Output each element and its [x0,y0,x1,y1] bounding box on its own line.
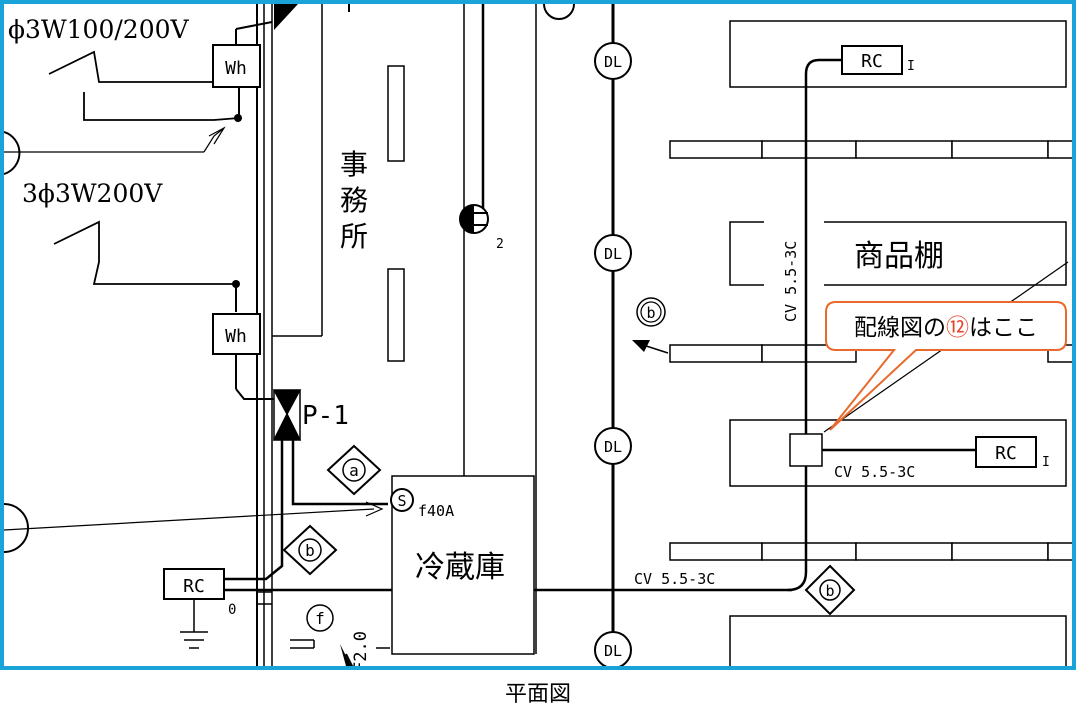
office-lights [387,65,405,362]
watt-meter-upper: Wh [212,44,261,88]
f-rating: F2.0 [351,631,371,670]
remote-controller-left: RC 0 [163,568,236,649]
supply-circle-upper [4,131,21,175]
svg-text:b: b [305,541,315,560]
office-label-1: 事 [340,148,368,181]
switch-feed-arrow [365,501,384,517]
office-label-2: 務 [340,184,368,217]
switch-rating: f40A [418,502,454,520]
drawing-frame: 2 ϕ3W100/200V 3ϕ3W200V Wh Wh P-1 [0,0,1076,670]
shelf-label: 商品棚 [854,239,944,274]
marker-b-circle: b [632,297,669,354]
downlight-3: DL [594,427,632,465]
panel-top [274,4,298,30]
svg-text:RC: RC [861,51,883,72]
svg-text:DL: DL [604,245,622,263]
svg-text:DL: DL [604,642,622,660]
panel-label: P-1 [302,401,349,431]
callout-text: 配線図の⑫はここ [854,315,1038,341]
svg-text:RC: RC [995,443,1017,464]
supply-label-lower: 3ϕ3W200V [22,179,163,208]
downlight-1: DL [594,42,632,80]
floor-plan-drawing: 2 ϕ3W100/200V 3ϕ3W200V Wh Wh P-1 [4,4,1072,670]
svg-text:f: f [315,609,325,628]
junction-dot [234,114,242,122]
meter-label-lower: Wh [225,326,247,347]
switch-feed-line [4,508,375,531]
shelves [669,20,1072,666]
supply-label-upper: ϕ3W100/200V [8,15,190,44]
svg-text:a: a [349,461,359,480]
svg-text:DL: DL [604,53,622,71]
panel-p1: P-1 [272,389,349,441]
svg-text:I: I [1042,455,1050,470]
fridge-room: S f40A 冷蔵庫 [390,475,535,655]
switch-symbol: S [397,492,406,510]
downlight-2: DL [594,234,632,272]
cable-label-right: CV 5.5-3C [834,463,915,481]
rc-zero: 0 [228,602,236,618]
svg-text:RC: RC [183,576,205,597]
meter-label-upper: Wh [225,58,247,79]
svg-text:I: I [907,59,915,74]
callout: 配線図の⑫はここ [825,301,1067,431]
svg-text:b: b [646,304,655,322]
downlight-4: DL [594,631,632,666]
outlet-suffix: 2 [496,237,504,252]
marker-b-right: b [804,564,856,616]
marker-f: f F2.0 [290,604,371,670]
remote-controller-right: RC I [975,436,1050,470]
callout-number: ⑫ [946,315,969,341]
marker-b-left: b [282,524,338,576]
junction-box [789,433,823,467]
marker-a: a [326,444,382,496]
cable-label-bottom: CV 5.5-3C [634,570,715,588]
drawing-caption: 平面図 [504,682,571,707]
office-label-3: 所 [340,220,368,253]
watt-meter-lower: Wh [212,313,261,355]
junction-dot [232,280,240,288]
remote-controller-top: RC I [841,45,915,75]
cable-label-vertical: CV 5.5-3C [782,241,800,322]
building-walls [256,4,537,666]
svg-text:DL: DL [604,438,622,456]
fridge-label: 冷蔵庫 [415,550,505,585]
supply-circle-lower [4,503,29,553]
office-outlet: 2 [459,4,504,252]
svg-text:b: b [825,582,834,600]
right-wiring [787,58,976,592]
power-supply-lines [4,21,274,400]
